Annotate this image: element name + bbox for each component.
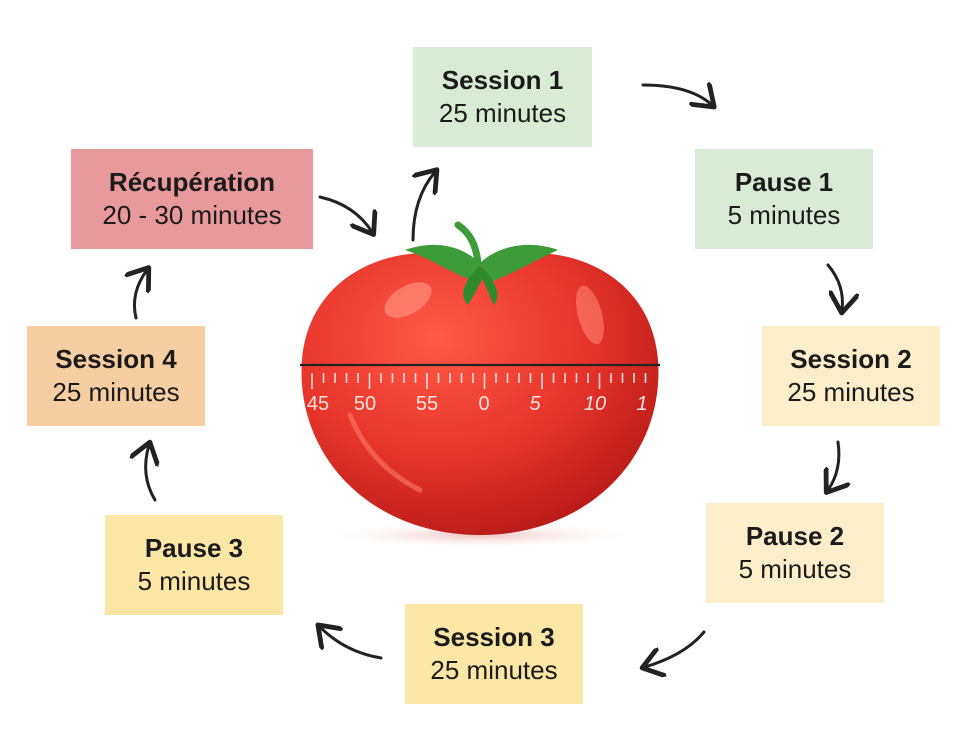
timer-label: 55 — [416, 393, 438, 415]
step-title: Pause 2 — [745, 521, 845, 551]
timer-label: 5 — [529, 393, 541, 415]
timer-label: 10 — [584, 393, 606, 415]
arrow-session2-to-pause2 — [828, 440, 839, 490]
step-title: Session 4 — [55, 344, 177, 374]
arrow-pause1-to-session2 — [826, 263, 842, 310]
arrow-session4-to-recuperation — [134, 270, 147, 320]
step-duration: 25 minutes — [787, 377, 915, 407]
arrow-pause3-to-session4 — [146, 445, 155, 502]
timer-label: 45 — [307, 393, 329, 415]
tomato-timer-icon: 45 50 55 0 5 10 1 — [300, 221, 660, 549]
step-title: Pause 3 — [144, 533, 244, 563]
step-duration: 5 minutes — [738, 554, 852, 584]
step-title: Pause 1 — [734, 167, 834, 197]
step-session-3: Session 3 25 minutes — [405, 604, 583, 704]
arrow-pause2-to-session3 — [645, 630, 706, 667]
step-duration: 25 minutes — [52, 377, 180, 407]
step-duration: 20 - 30 minutes — [102, 200, 282, 230]
arrow-session3-to-pause3 — [320, 627, 383, 660]
step-session-4: Session 4 25 minutes — [27, 326, 205, 426]
step-title: Récupération — [108, 167, 276, 197]
step-recuperation: Récupération 20 - 30 minutes — [71, 149, 313, 249]
step-duration: 5 minutes — [137, 566, 251, 596]
timer-label: 0 — [478, 393, 489, 415]
step-title: Session 3 — [433, 622, 555, 652]
step-session-2: Session 2 25 minutes — [762, 326, 940, 426]
step-title: Session 1 — [441, 65, 564, 95]
step-session-1: Session 1 25 minutes — [413, 47, 592, 147]
step-pause-2: Pause 2 5 minutes — [706, 503, 884, 603]
step-pause-1: Pause 1 5 minutes — [695, 149, 873, 249]
step-duration: 5 minutes — [727, 200, 841, 230]
step-pause-3: Pause 3 5 minutes — [105, 515, 283, 615]
step-title: Session 2 — [790, 344, 912, 374]
arrow-session1-to-pause1 — [641, 85, 712, 105]
timer-label: 50 — [354, 393, 376, 415]
timer-label: 1 — [636, 393, 647, 415]
step-duration: 25 minutes — [438, 98, 567, 128]
step-duration: 25 minutes — [430, 655, 558, 685]
